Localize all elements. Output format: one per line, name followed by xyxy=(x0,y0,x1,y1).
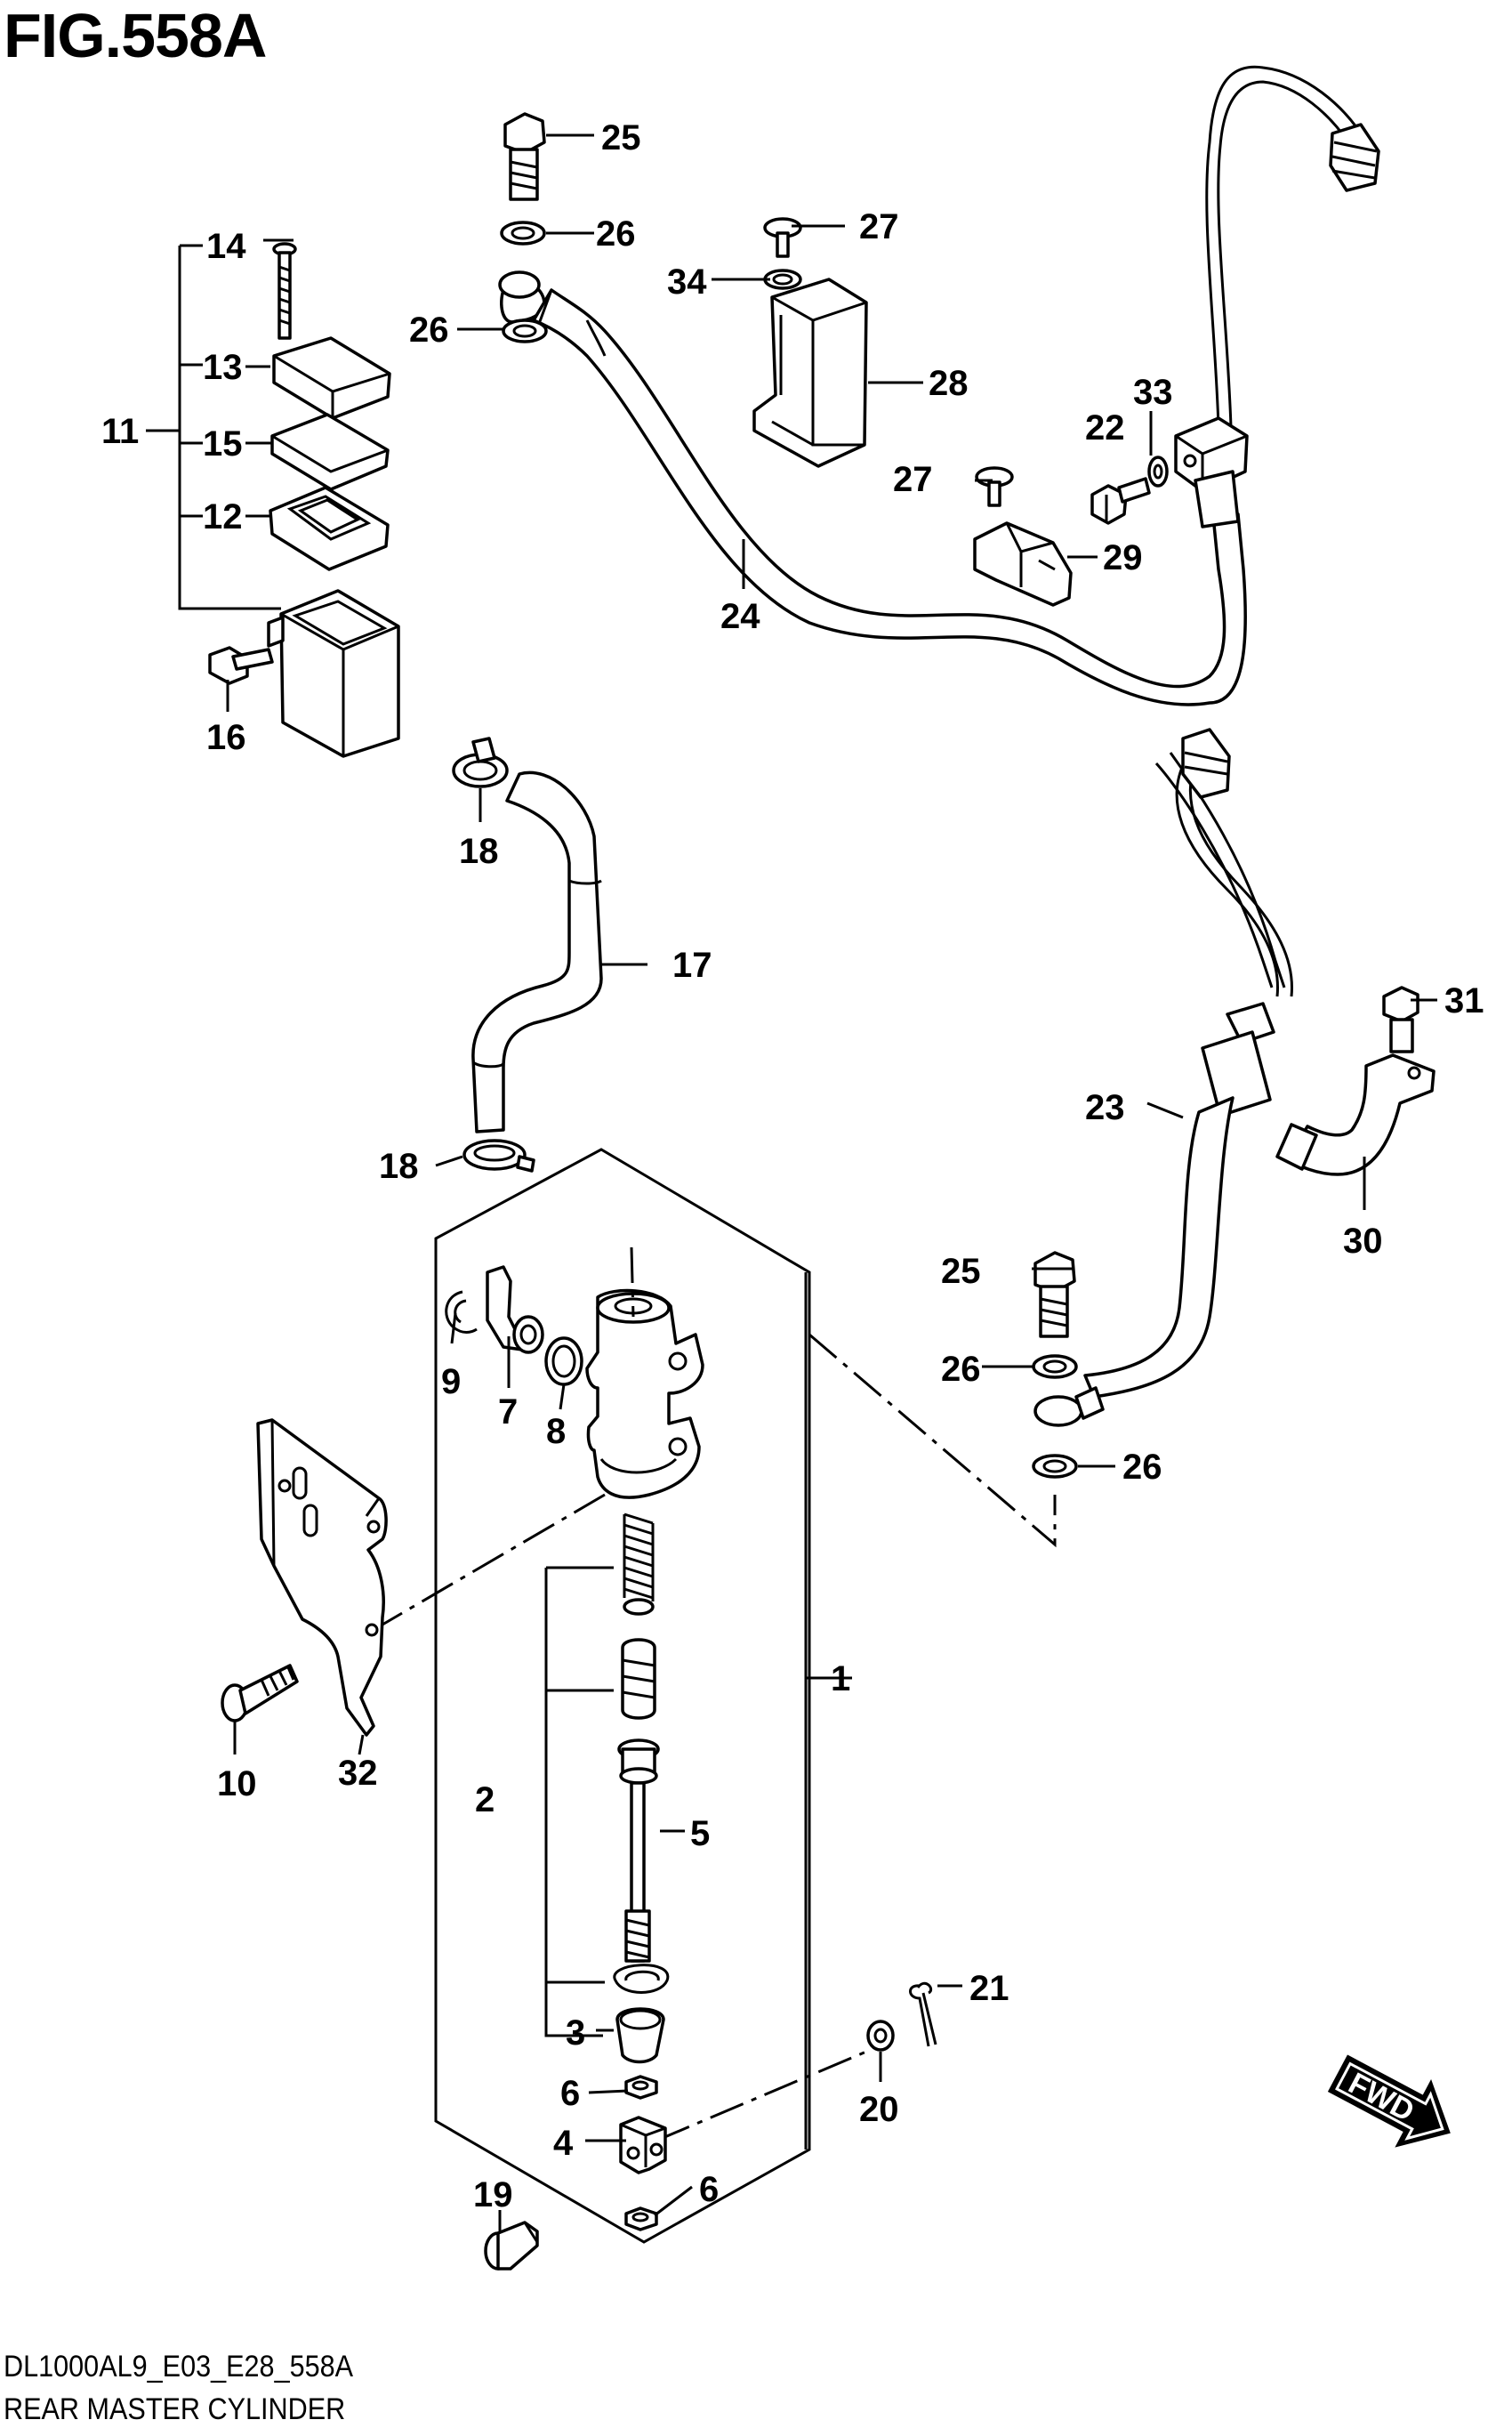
callout-26-d: 26 xyxy=(1122,1448,1162,1487)
callout-5: 5 xyxy=(690,1814,710,1853)
callout-32: 32 xyxy=(338,1754,378,1793)
callout-11: 11 xyxy=(101,412,139,451)
lock-nut-upper xyxy=(624,2075,658,2100)
hose-guide-bracket xyxy=(752,278,868,468)
hose-clip xyxy=(973,521,1073,607)
callout-16: 16 xyxy=(206,718,246,757)
circlip-rod xyxy=(613,1964,670,1994)
clevis-pin xyxy=(484,2221,539,2271)
lock-nut-lower xyxy=(624,2206,658,2231)
callout-7: 7 xyxy=(498,1392,518,1432)
callout-23: 23 xyxy=(1085,1088,1125,1127)
figure-name: REAR MASTER CYLINDER xyxy=(4,2392,346,2426)
piston xyxy=(617,1738,660,1785)
callout-14: 14 xyxy=(206,227,246,266)
mount-plate xyxy=(256,1418,388,1737)
master-cylinder-assembly-outline xyxy=(434,1148,811,2244)
callout-2: 2 xyxy=(475,1780,495,1819)
callout-30: 30 xyxy=(1343,1222,1383,1261)
banjo-bolt-upper xyxy=(503,112,546,201)
circlip-inlet xyxy=(445,1290,478,1334)
sealing-washer-lower-2 xyxy=(1032,1454,1078,1479)
rod-boot xyxy=(615,2007,665,2064)
reservoir-body xyxy=(267,589,400,758)
hose-clamp-lower xyxy=(462,1139,535,1173)
callout-27-lower: 27 xyxy=(893,460,933,499)
reservoir-cap-screw xyxy=(272,242,297,340)
figure-code: DL1000AL9_E03_E28_558A xyxy=(4,2350,354,2384)
banjo-bolt-lower xyxy=(1033,1251,1076,1338)
callout-29: 29 xyxy=(1103,538,1143,577)
assembly-line-hose xyxy=(808,1333,1057,1548)
reservoir-mount-bolt xyxy=(208,646,274,685)
callout-25-lower: 25 xyxy=(941,1252,981,1291)
callout-1: 1 xyxy=(831,1659,850,1698)
o-ring-inlet xyxy=(544,1336,583,1386)
sealing-washer-lower-1 xyxy=(1032,1354,1078,1379)
leader-lines xyxy=(226,133,1437,2233)
master-cylinder-body xyxy=(585,1288,704,1499)
callout-17: 17 xyxy=(672,946,712,985)
sealing-washer-upper-1 xyxy=(500,221,546,246)
callout-18-upper: 18 xyxy=(459,832,499,871)
reservoir-cap xyxy=(272,336,391,420)
push-rod xyxy=(624,1781,651,1963)
callout-8: 8 xyxy=(546,1412,566,1451)
callout-34: 34 xyxy=(667,262,707,302)
callout-labels: 1 2 3 4 5 6 6 7 8 9 10 11 12 13 14 15 16… xyxy=(101,118,1484,2214)
callout-24: 24 xyxy=(720,597,760,636)
hose-clamp-upper xyxy=(452,737,509,788)
callout-13: 13 xyxy=(203,348,243,387)
callout-27-upper: 27 xyxy=(859,207,899,246)
callout-4: 4 xyxy=(553,2124,574,2163)
callout-26-a: 26 xyxy=(596,214,636,254)
brake-hose-lower xyxy=(1083,728,1293,1399)
callout-6-upper: 6 xyxy=(560,2074,580,2113)
callout-33: 33 xyxy=(1133,373,1173,412)
figure-title: FIG.558A xyxy=(4,1,267,70)
trim-screw-upper xyxy=(763,217,802,258)
callout-15: 15 xyxy=(203,424,243,464)
reservoir-plate xyxy=(270,413,390,491)
callout-12: 12 xyxy=(203,497,243,536)
callout-6-lower: 6 xyxy=(699,2170,719,2209)
mount-bolt xyxy=(221,1664,299,1722)
callout-26-c: 26 xyxy=(941,1350,981,1389)
callout-21: 21 xyxy=(969,1969,1009,2008)
banjo-fitting-lower xyxy=(1033,1386,1105,1427)
sealing-washer-upper-2 xyxy=(502,319,548,343)
inlet-fitting xyxy=(486,1265,544,1354)
piston-spring xyxy=(623,1512,655,1616)
reservoir-hose xyxy=(471,770,603,1133)
push-rod-clevis xyxy=(619,2116,667,2174)
primary-cup xyxy=(621,1638,656,1720)
brake-hose-upper xyxy=(498,65,1380,706)
assembly-line-pin xyxy=(655,2050,867,2142)
callout-28: 28 xyxy=(929,364,969,403)
callout-10: 10 xyxy=(217,1764,257,1803)
callout-22: 22 xyxy=(1085,408,1125,448)
union-bolt xyxy=(1090,477,1151,525)
cotter-pin xyxy=(909,1981,937,2047)
callout-3: 3 xyxy=(566,2013,585,2053)
forward-arrow-icon: FWD xyxy=(1327,2054,1451,2148)
union-washer xyxy=(1147,456,1169,488)
reservoir-diaphragm xyxy=(269,486,390,571)
bracket-bolt xyxy=(1382,986,1420,1053)
reservoir-assembly xyxy=(146,242,400,758)
hose-bracket xyxy=(1275,1053,1436,1176)
trim-screw-lower xyxy=(975,466,1014,507)
callout-26-b: 26 xyxy=(409,311,449,350)
callout-31: 31 xyxy=(1444,981,1484,1020)
callout-18-lower: 18 xyxy=(379,1147,419,1186)
washer-pin xyxy=(866,2020,895,2052)
callout-20: 20 xyxy=(859,2090,899,2129)
callout-25-upper: 25 xyxy=(601,118,641,157)
callout-19: 19 xyxy=(473,2175,513,2214)
assembly-line-mount xyxy=(382,1493,606,1626)
callout-9: 9 xyxy=(441,1362,461,1401)
assembly-line-body xyxy=(630,1246,635,1318)
